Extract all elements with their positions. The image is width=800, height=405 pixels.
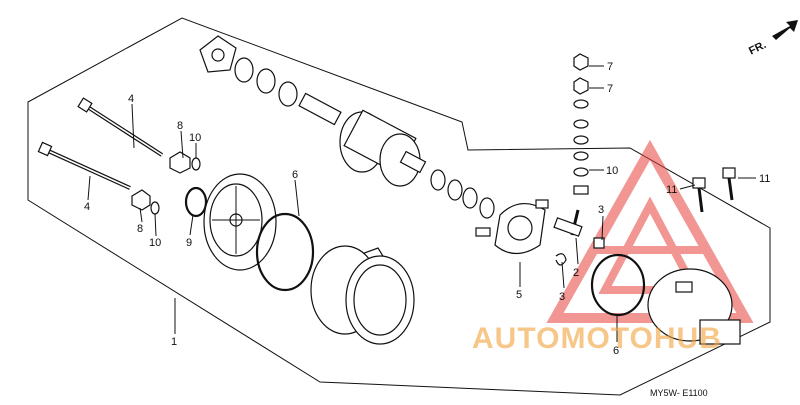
bolt-lower [37, 141, 131, 190]
watermark-text: AUTOMOTOHUB [472, 322, 722, 355]
brush-plate-top [199, 35, 237, 73]
callout-8-lower: 8 [137, 223, 143, 235]
washer-arm-1 [430, 169, 446, 191]
terminal-stack [573, 53, 589, 195]
callout-11-left: 11 [666, 184, 677, 196]
washer-arm-2 [447, 179, 463, 201]
fr-label: FR. [747, 39, 768, 58]
callout-5: 5 [516, 289, 522, 301]
callout-1: 1 [171, 336, 177, 348]
callout-11-right: 11 [759, 173, 770, 185]
washer-lower [150, 201, 160, 215]
callout-10-upper: 10 [189, 132, 201, 144]
callout-2: 2 [573, 267, 579, 279]
washer-arm-4 [479, 197, 495, 219]
callout-9: 9 [186, 237, 192, 249]
callout-3-upper: 3 [598, 204, 604, 216]
callout-10-lower: 10 [149, 237, 161, 249]
assembly-outline [27, 17, 771, 396]
callout-6-right: 6 [613, 345, 619, 357]
front-cover [203, 173, 277, 271]
rear-cover [647, 268, 741, 345]
leader-lines [87, 65, 756, 342]
bolt-right-1 [692, 177, 706, 213]
callout-4-lower: 4 [84, 201, 90, 213]
brush-spring [555, 253, 567, 266]
nut-upper [169, 151, 191, 174]
washer-arm-3 [462, 187, 478, 209]
callout-4-upper: 4 [128, 93, 134, 105]
bolt-right-2 [722, 167, 736, 201]
washer-upper [191, 157, 201, 171]
callout-3-lower: 3 [559, 291, 565, 303]
callout-6-left: 6 [292, 169, 298, 181]
o-ring-small [184, 186, 208, 218]
armature [298, 92, 427, 187]
callout-7-upper: 7 [607, 61, 613, 73]
o-ring-large-right [590, 253, 646, 317]
washer-top-1 [234, 57, 254, 83]
o-ring-large-left [255, 212, 315, 292]
brush-holder [475, 199, 549, 255]
front-direction-indicator: FR. [747, 20, 798, 58]
yoke-housing [310, 245, 415, 345]
diagram-code: MY5W- E1100 [650, 388, 708, 398]
terminal-bolt [553, 209, 583, 237]
callout-10-right: 10 [606, 165, 618, 177]
washer-top-2 [256, 68, 276, 94]
washer-top-3 [278, 81, 298, 107]
callout-8-upper: 8 [177, 120, 183, 132]
callout-7-lower: 7 [607, 83, 613, 95]
brush-upper [593, 237, 605, 249]
bolt-upper [77, 97, 164, 157]
front-arrow-icon [772, 20, 798, 40]
nut-lower [131, 189, 151, 211]
